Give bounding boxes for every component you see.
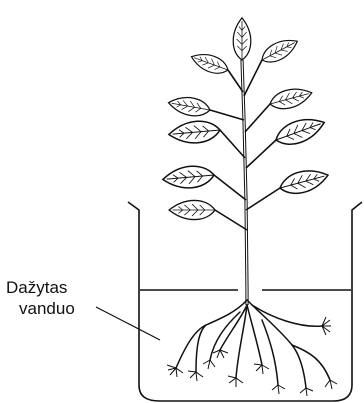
dyed-water-label-line1: Dažytas xyxy=(6,277,67,298)
dyed-water-label-line2: vanduo xyxy=(19,298,75,319)
plant-icon xyxy=(162,18,337,396)
label-pointer-line xyxy=(96,307,160,340)
